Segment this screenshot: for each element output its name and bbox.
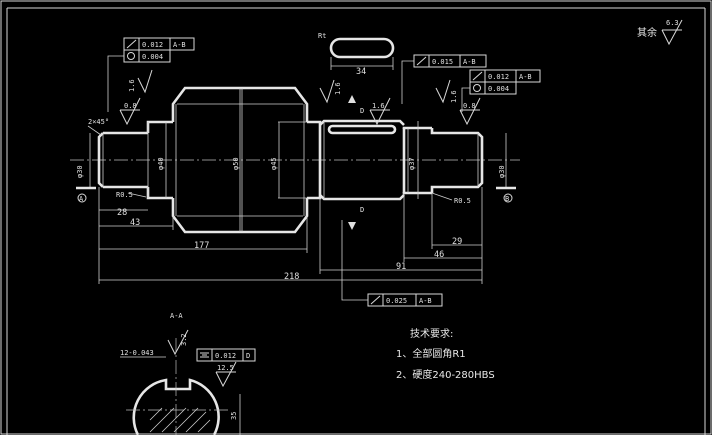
- chamfer-leader: [87, 125, 102, 136]
- roughness-right-value-a: 1.6: [450, 90, 458, 103]
- dia-body: φ50: [232, 157, 240, 170]
- fillet-right-leader: [431, 192, 453, 201]
- roughness-left: 0.8 1.6: [119, 69, 153, 126]
- len-91: 91: [396, 262, 406, 272]
- keyway-roughness: Rt: [318, 32, 326, 40]
- len-177: 177: [194, 241, 209, 251]
- datum-a: A: [79, 195, 84, 203]
- datum-b: B: [505, 195, 509, 203]
- tol-bottom-leader: [341, 220, 368, 301]
- tol-right-cyl-value: 0.004: [488, 85, 509, 93]
- dia-step5: φ37: [408, 157, 416, 170]
- section-view-label: A-A: [170, 312, 183, 320]
- tol-left-cyl: 0.004: [123, 49, 171, 63]
- notes-title: 技术要求:: [410, 327, 453, 340]
- dia-step2: φ40: [157, 157, 165, 170]
- roughness-right-value: 0.8: [463, 102, 476, 110]
- section-dim: 35: [230, 412, 238, 420]
- datum-b-circle: [503, 193, 513, 203]
- roughness-other-value: 6.3: [666, 19, 679, 27]
- roughness-other-symbol: [661, 19, 683, 46]
- tol-left-runout: 0.012 A-B: [123, 37, 195, 51]
- tol-mid-runout: 0.015 A-B: [413, 54, 487, 68]
- section-view: [126, 338, 228, 435]
- roughness-left-value: 0.8: [124, 102, 137, 110]
- tol-bottom-runout-ref: A-B: [419, 297, 432, 305]
- roughness-right: 0.8 1.6: [435, 79, 481, 126]
- notes-item-1: 1、全部圆角R1: [396, 347, 466, 360]
- notes-item-2: 2、硬度240-280HBS: [396, 368, 495, 381]
- chamfer-label: 2×45°: [88, 118, 109, 126]
- tol-mid-leader: [401, 60, 414, 104]
- tol-mid-runout-ref: A-B: [463, 58, 476, 66]
- tol-right-cyl: 0.004: [469, 81, 517, 95]
- dia-left: φ30: [76, 165, 84, 178]
- len-28: 28: [117, 208, 127, 218]
- section-roughness-a: [167, 329, 189, 356]
- len-43: 43: [130, 218, 140, 228]
- roughness-left-value-a: 1.6: [128, 79, 136, 92]
- section-roughness-b: [215, 361, 237, 388]
- roughness-mid-value-b: 1.6: [372, 102, 385, 110]
- length-dims: [98, 187, 483, 284]
- fillet-right: R0.5: [454, 197, 471, 205]
- tol-bottom-runout: 0.025 A-B: [367, 293, 443, 307]
- tol-bottom-runout-value: 0.025: [386, 297, 407, 305]
- len-218: 218: [284, 272, 299, 282]
- datum-a-circle: [77, 193, 87, 203]
- section-arrow-bottom: [348, 210, 356, 230]
- roughness-mid: 1.6 1.6: [319, 79, 391, 126]
- section-arrow-top: [348, 95, 356, 115]
- keyway-top-view: [329, 37, 395, 59]
- shaft-outline: [97, 86, 484, 234]
- tol-key-sym-ref: D: [246, 352, 250, 360]
- roughness-mid-value-a: 1.6: [334, 82, 342, 95]
- tol-left-leader: [107, 55, 124, 112]
- fillet-left-leader: [127, 192, 147, 198]
- tol-right-leader: [461, 87, 470, 112]
- tol-right-runout-ref: A-B: [519, 73, 532, 81]
- len-29: 29: [452, 237, 462, 247]
- tol-right-runout-value: 0.012: [488, 73, 509, 81]
- key-depth: 12-0.043: [120, 349, 154, 357]
- len-46: 46: [434, 250, 444, 260]
- tol-key-sym-value: 0.012: [215, 352, 236, 360]
- dia-step4: φ45: [270, 157, 278, 170]
- section-roughness-a-value: 3.2: [180, 333, 188, 346]
- fillet-left: R0.5: [116, 191, 133, 199]
- tol-left-runout-value: 0.012: [142, 41, 163, 49]
- keyway-length: 34: [356, 67, 366, 77]
- tol-left-runout-ref: A-B: [173, 41, 186, 49]
- roughness-other-label: 其余: [637, 26, 657, 39]
- section-label-bottom: D: [360, 206, 364, 214]
- section-roughness-b-value: 12.5: [217, 364, 234, 372]
- tol-left-cyl-value: 0.004: [142, 53, 163, 61]
- section-label-top: D: [360, 107, 364, 115]
- tol-key-symmetry: 0.012 D: [196, 348, 256, 362]
- tol-mid-runout-value: 0.015: [432, 58, 453, 66]
- tol-right-runout: 0.012 A-B: [469, 69, 541, 83]
- dia-right: φ30: [498, 165, 506, 178]
